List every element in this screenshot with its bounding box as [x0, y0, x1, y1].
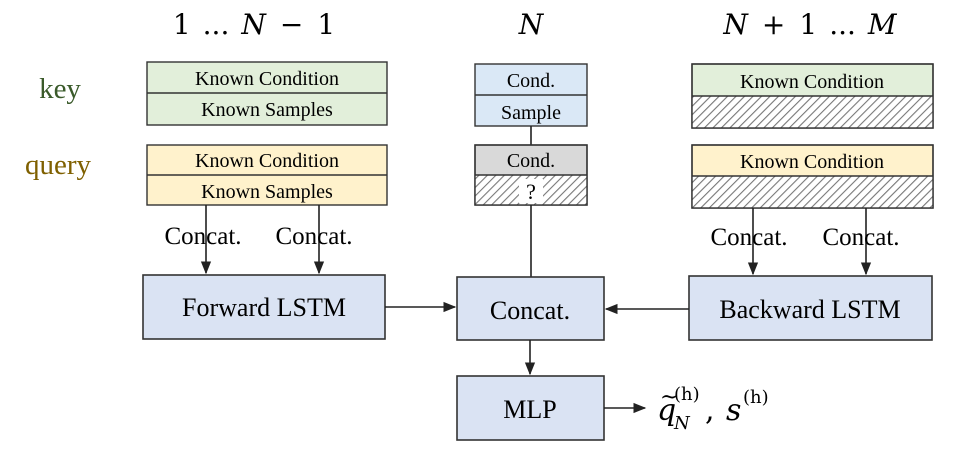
- forward-lstm-label: Forward LSTM: [182, 293, 346, 322]
- center-concat-block: Concat.: [456, 276, 605, 341]
- column2-key-sample: Sample: [501, 102, 561, 124]
- column1-key-block: Known Condition Known Samples: [146, 61, 388, 126]
- backward-lstm-block: Backward LSTM: [688, 275, 933, 341]
- output-q-symbol: q: [657, 393, 676, 428]
- svg-text:1 ... N −: 1 ... N − 1: [173, 8, 335, 41]
- column3-concat-left-label: Concat.: [710, 224, 787, 251]
- column2-key-condition: Cond.: [507, 70, 555, 92]
- center-concat-label: Concat.: [490, 296, 570, 325]
- column3-key-hatch: [692, 96, 933, 128]
- output-q-subscript: N: [673, 413, 691, 434]
- output-q-superscript: (h): [674, 384, 700, 405]
- column3-key-block: Known Condition: [691, 63, 934, 129]
- header-one-right: 1: [799, 8, 817, 41]
- column-header-1: 1 ... N − 1: [173, 8, 335, 41]
- column1-key-samples: Known Samples: [201, 99, 333, 121]
- backward-lstm-box: [688, 275, 933, 341]
- header-n-center: N: [518, 8, 545, 41]
- svg-text:N + 1 ...: N + 1 ... M: [722, 8, 898, 41]
- mlp-block: MLP: [456, 375, 605, 441]
- output-comma: ,: [705, 393, 715, 428]
- column2-key-block: Cond. Sample: [474, 63, 588, 127]
- forward-lstm-box: [142, 274, 386, 340]
- column3-key-condition: Known Condition: [740, 71, 884, 93]
- column3-query-hatch: [692, 176, 933, 208]
- output-tilde: ~: [660, 385, 678, 410]
- column1-query-samples: Known Samples: [201, 181, 333, 203]
- column3-query-condition: Known Condition: [740, 151, 884, 173]
- header-n: N: [240, 8, 267, 41]
- mlp-box: [456, 375, 605, 441]
- column2-question-backdrop: [519, 179, 543, 203]
- header-dots: ...: [203, 8, 230, 41]
- column-header-2: N: [518, 8, 545, 41]
- output-s-superscript: (h): [743, 387, 769, 408]
- output-s-symbol: s: [726, 393, 741, 428]
- column2-query-condition: Cond.: [507, 150, 555, 172]
- backward-lstm-label: Backward LSTM: [719, 295, 900, 324]
- row-label-key: key: [39, 73, 81, 105]
- header-plus: +: [762, 8, 785, 41]
- header-minus: −: [280, 8, 303, 41]
- column1-key-condition: Known Condition: [195, 68, 339, 90]
- column1-concat-left-label: Concat.: [164, 223, 241, 250]
- header-dots-right: ...: [829, 8, 856, 41]
- column1-query-condition: Known Condition: [195, 150, 339, 172]
- mlp-label: MLP: [503, 395, 556, 424]
- column2-query-block: Cond. ?: [474, 144, 588, 206]
- column3-query-block: Known Condition: [691, 144, 934, 209]
- column-header-3: N + 1 ... M: [722, 8, 898, 41]
- column3-concat-right-label: Concat.: [822, 224, 899, 251]
- forward-lstm-block: Forward LSTM: [142, 274, 386, 340]
- header-one: 1: [173, 8, 191, 41]
- column1-query-block: Known Condition Known Samples: [146, 144, 388, 206]
- header-n-right: N: [722, 8, 749, 41]
- center-concat-box: [456, 276, 605, 341]
- row-label-query: query: [25, 149, 92, 181]
- header-m: M: [867, 8, 898, 41]
- header-one-end: 1: [317, 8, 335, 41]
- column2-query-unknown: ?: [526, 179, 536, 204]
- column1-concat-right-label: Concat.: [275, 223, 352, 250]
- output-formula: q ~ (h) N , s (h): [657, 384, 769, 434]
